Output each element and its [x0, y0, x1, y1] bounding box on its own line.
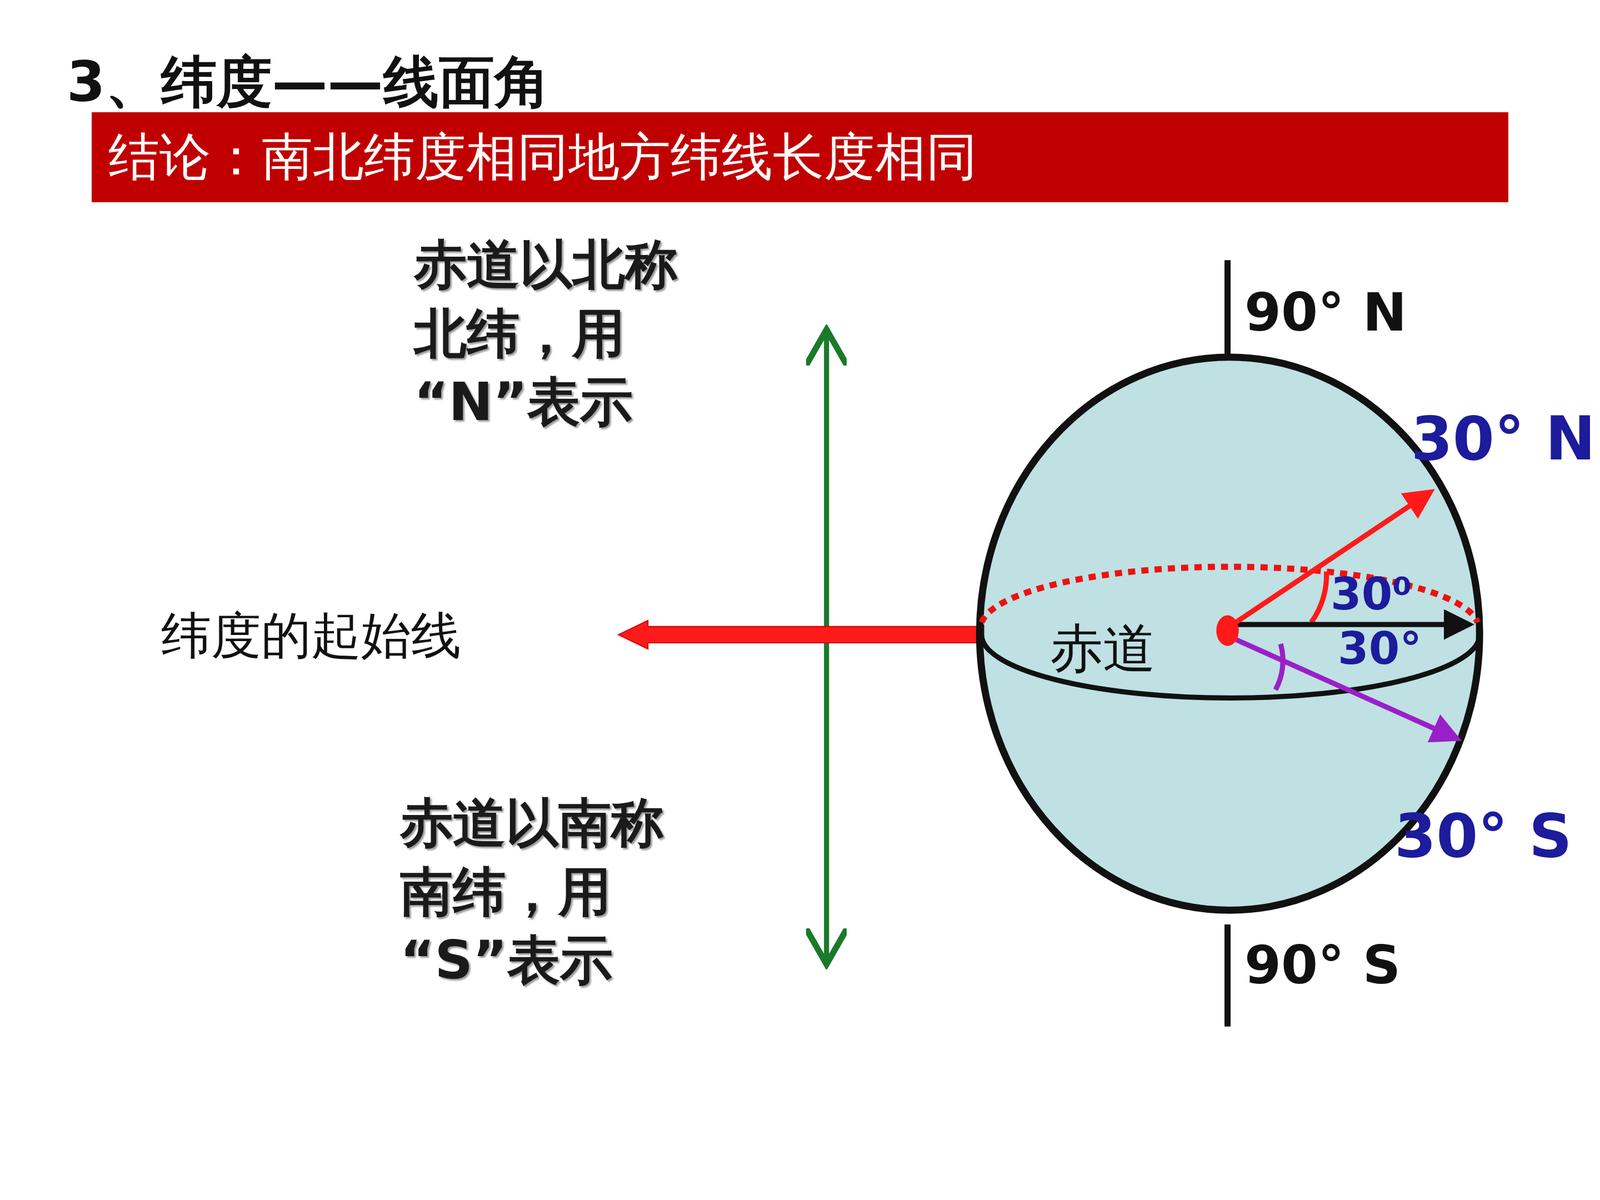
pole-label: 90° N — [1244, 280, 1407, 344]
radius-30n — [1229, 491, 1431, 627]
equator-caption: 纬度的起始线 — [161, 605, 462, 666]
earth-axis — [1224, 924, 1231, 1027]
equator-back — [981, 566, 1478, 623]
angle-arc-north — [1311, 571, 1327, 623]
angle-arc-south — [1275, 643, 1283, 690]
pole-label: 90° S — [1244, 933, 1401, 997]
south-latitude-note: 赤道以南称南纬，用“S”表示 — [400, 788, 712, 995]
latitude-label: 30° S — [1394, 800, 1573, 873]
earth-center — [1216, 615, 1239, 647]
equator-pointer — [618, 620, 985, 649]
hemisphere-arrow — [823, 334, 829, 959]
slide-title: 3、纬度——线面角 — [66, 48, 550, 116]
earth-axis — [1224, 260, 1231, 359]
equator-label: 赤道 — [1050, 616, 1156, 680]
angle-label: 30° — [1337, 622, 1422, 676]
latitude-label: 30° N — [1411, 402, 1596, 475]
north-latitude-note: 赤道以北称北纬，用“N”表示 — [413, 230, 703, 437]
conclusion-text: 结论：南北纬度相同地方纬线长度相同 — [108, 126, 978, 188]
conclusion-banner: 结论：南北纬度相同地方纬线长度相同 — [91, 112, 1509, 203]
angle-label: 30⁰ — [1330, 567, 1412, 622]
